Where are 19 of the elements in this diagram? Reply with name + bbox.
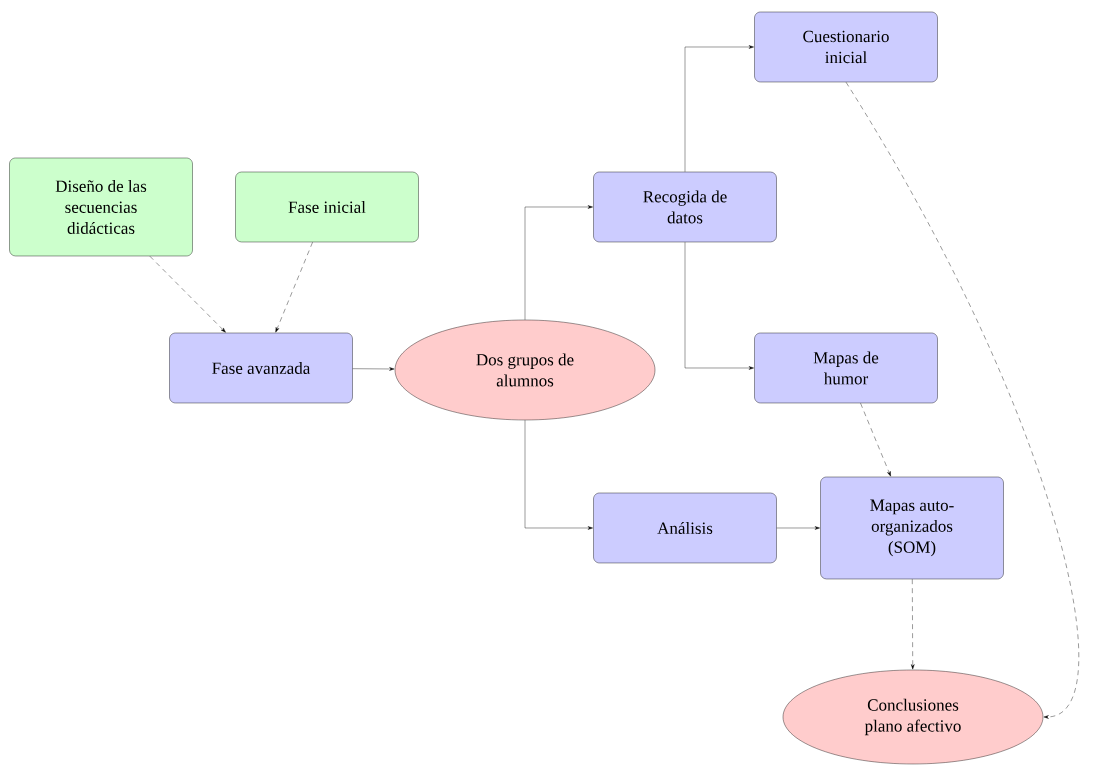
arrow [524,420,593,530]
arrow [684,242,754,370]
process-box: Análisis [593,492,777,564]
arrow [149,256,226,333]
process-box: Diseño de las secuencias didácticas [9,157,193,257]
arrow [684,45,754,172]
arrow [275,242,313,333]
process-box: Recogida de datos [593,171,777,243]
arrow [845,82,1079,719]
arrow [524,205,593,320]
process-box: Mapas auto-organizados (SOM) [820,476,1004,580]
process-box: Cuestionario inicial [754,11,938,83]
process-box: Mapas de humor [754,332,938,404]
arrow [776,526,820,530]
process-box: Fase inicial [235,171,419,243]
arrow [910,579,915,670]
arrow [352,367,395,371]
arrow [860,403,891,477]
process-box: Fase avanzada [169,332,353,404]
